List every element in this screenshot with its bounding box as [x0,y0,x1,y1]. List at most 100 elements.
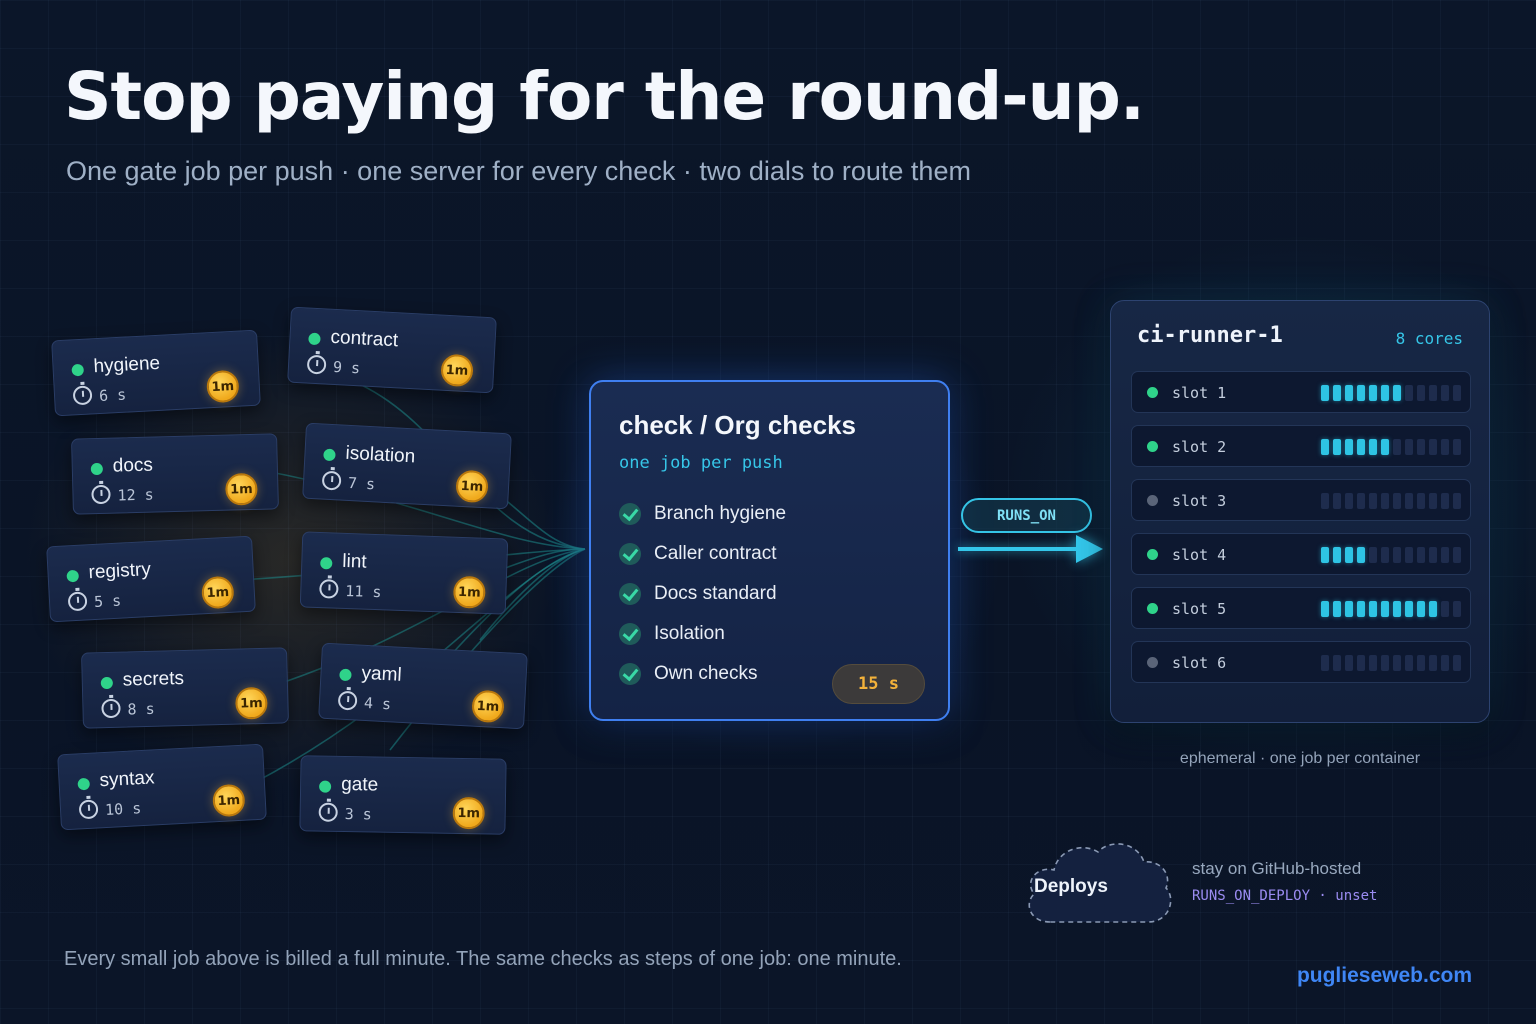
slot-status-dot [1147,657,1158,668]
load-bar [1333,493,1341,509]
job-card-lint: lint 11 s 1m [299,531,509,615]
slot-status-dot [1147,549,1158,560]
load-bar [1345,439,1353,455]
footer-note: Every small job above is billed a full m… [64,948,902,970]
stopwatch-icon [337,690,358,711]
check-step: Caller contract [619,541,777,567]
job-name: docs [112,454,154,477]
job-card-isolation: isolation 7 s 1m [302,422,512,510]
stopwatch-icon [78,799,99,820]
job-card-hygiene: hygiene 6 s 1m [51,329,261,417]
load-bar [1417,547,1425,563]
status-dot [320,557,333,570]
stopwatch-icon [67,591,88,612]
load-bar [1369,439,1377,455]
load-bar [1393,493,1401,509]
load-bar [1333,385,1341,401]
load-bar [1345,601,1353,617]
load-bar [1417,439,1425,455]
slot-label: slot 1 [1172,384,1227,402]
job-name: lint [342,550,368,573]
job-name: contract [330,326,399,352]
load-bar [1381,547,1389,563]
load-bar [1357,655,1365,671]
checkmark-icon [619,583,641,605]
runs-on-label: RUNS_ON [961,498,1092,533]
stopwatch-icon [319,579,339,599]
checkmark-icon [619,623,641,645]
load-bar [1417,385,1425,401]
job-card-contract: contract 9 s 1m [287,306,497,394]
job-card-registry: registry 5 s 1m [46,535,256,623]
billed-minute-coin-icon: 1m [235,686,268,720]
load-bar [1369,655,1377,671]
slot-load-meter [1321,493,1461,509]
load-bar [1369,493,1377,509]
routing-arrow-line [958,547,1080,551]
runner-caption: ephemeral · one job per container [1179,750,1421,767]
load-bar [1405,439,1413,455]
check-step-label: Caller contract [654,543,777,564]
stopwatch-icon [321,470,342,491]
brand-link[interactable]: puglieseweb.com [1296,964,1472,987]
check-step-label: Docs standard [654,583,777,604]
job-duration: 3 s [344,804,372,824]
load-bar [1321,439,1329,455]
load-bar [1453,547,1461,563]
slot-load-meter [1321,655,1461,671]
billed-minute-coin-icon: 1m [452,796,485,830]
load-bar [1405,493,1413,509]
load-bar [1369,385,1377,401]
page-subtitle: One gate job per push · one server for e… [66,156,971,186]
status-dot [66,569,80,583]
job-card-secrets: secrets 8 s 1m [81,647,289,729]
load-bar [1453,601,1461,617]
stopwatch-icon [306,354,327,375]
runner-slot: slot 6 [1131,641,1471,683]
job-name: yaml [361,662,403,686]
check-step: Own checks [619,661,757,687]
status-dot [100,676,113,690]
load-bar [1345,385,1353,401]
load-bar [1345,655,1353,671]
job-name: registry [88,559,152,584]
load-bar [1417,493,1425,509]
slot-status-dot [1147,495,1158,506]
load-bar [1357,601,1365,617]
load-bar [1441,547,1449,563]
load-bar [1321,655,1329,671]
slot-label: slot 3 [1172,492,1227,510]
load-bar [1429,655,1437,671]
load-bar [1345,547,1353,563]
load-bar [1453,493,1461,509]
runner-name: ci-runner-1 [1137,323,1283,348]
job-duration: 7 s [347,473,376,494]
load-bar [1345,493,1353,509]
load-bar [1357,385,1365,401]
billed-minute-coin-icon: 1m [211,783,246,818]
load-bar [1429,547,1437,563]
slot-status-dot [1147,387,1158,398]
runner-slot: slot 5 [1131,587,1471,629]
load-bar [1417,601,1425,617]
slot-load-meter [1321,439,1461,455]
billed-minute-coin-icon: 1m [205,369,240,404]
checkmark-icon [619,543,641,565]
job-card-yaml: yaml 4 s 1m [318,642,528,730]
load-bar [1405,655,1413,671]
arrow-right-icon [1076,535,1103,563]
runner-cores: 8 cores [1395,329,1463,348]
deploys-variable: RUNS_ON_DEPLOY · unset [1192,888,1378,904]
stopwatch-icon [91,484,111,505]
stopwatch-icon [318,802,338,822]
stopwatch-icon [72,385,93,406]
check-step: Isolation [619,621,725,647]
load-bar [1321,493,1329,509]
status-dot [77,777,91,791]
job-duration: 8 s [127,699,155,719]
job-name: syntax [99,767,155,792]
load-bar [1453,439,1461,455]
check-step-label: Isolation [654,623,725,644]
load-bar [1393,655,1401,671]
gate-duration-badge: 15 s [832,664,925,704]
